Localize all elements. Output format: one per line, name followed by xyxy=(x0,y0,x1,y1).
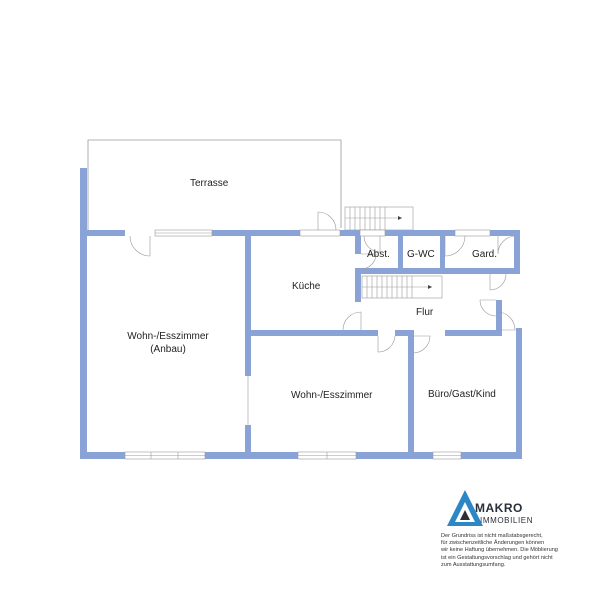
room-label-wohn-anbau: Wohn-/Esszimmer (Anbau) xyxy=(118,330,218,356)
door-swings xyxy=(129,211,517,354)
disclaimer: Der Grundriss ist nicht maßstabsgerecht,… xyxy=(441,533,591,569)
room-label-terrasse: Terrasse xyxy=(190,178,229,189)
disclaimer-line: Der Grundriss ist nicht maßstabsgerecht, xyxy=(441,533,543,539)
room-label-gwc: G-WC xyxy=(407,249,435,260)
room-label-wohn-anbau-line1: Wohn-/Esszimmer xyxy=(127,331,209,342)
logo-brand: MAKRO xyxy=(475,501,523,515)
room-label-gard: Gard. xyxy=(472,249,498,260)
room-label-wohn-ess: Wohn-/Esszimmer xyxy=(291,390,373,401)
stairs-arrow-icon xyxy=(398,216,402,220)
stairs-exterior xyxy=(344,206,414,231)
disclaimer-line: ist ein Gestaltungsvorschlag und gehört … xyxy=(441,554,553,561)
stairs-arrow-icon xyxy=(428,285,432,289)
room-label-abst: Abst. xyxy=(367,249,390,260)
room-label-kueche: Küche xyxy=(292,281,321,292)
triangle-logo-icon xyxy=(447,490,483,526)
walls xyxy=(80,168,522,459)
window-mullions xyxy=(125,232,461,459)
room-label-flur: Flur xyxy=(416,307,434,318)
disclaimer-line: zum Ausstattungsumfang. xyxy=(441,561,506,568)
terrace-outline xyxy=(87,139,342,233)
logo-subtitle: IMMOBILIEN xyxy=(480,516,534,525)
stairs-interior xyxy=(361,275,443,299)
room-label-buero: Büro/Gast/Kind xyxy=(428,389,496,400)
disclaimer-line: für zwischenzeitliche Änderungen können xyxy=(441,540,545,547)
room-label-wohn-anbau-line2: (Anbau) xyxy=(150,344,186,355)
company-logo: MAKRO IMMOBILIEN xyxy=(445,488,545,528)
disclaimer-line: wir keine Haftung übernehmen. Die Möblie… xyxy=(441,547,558,554)
